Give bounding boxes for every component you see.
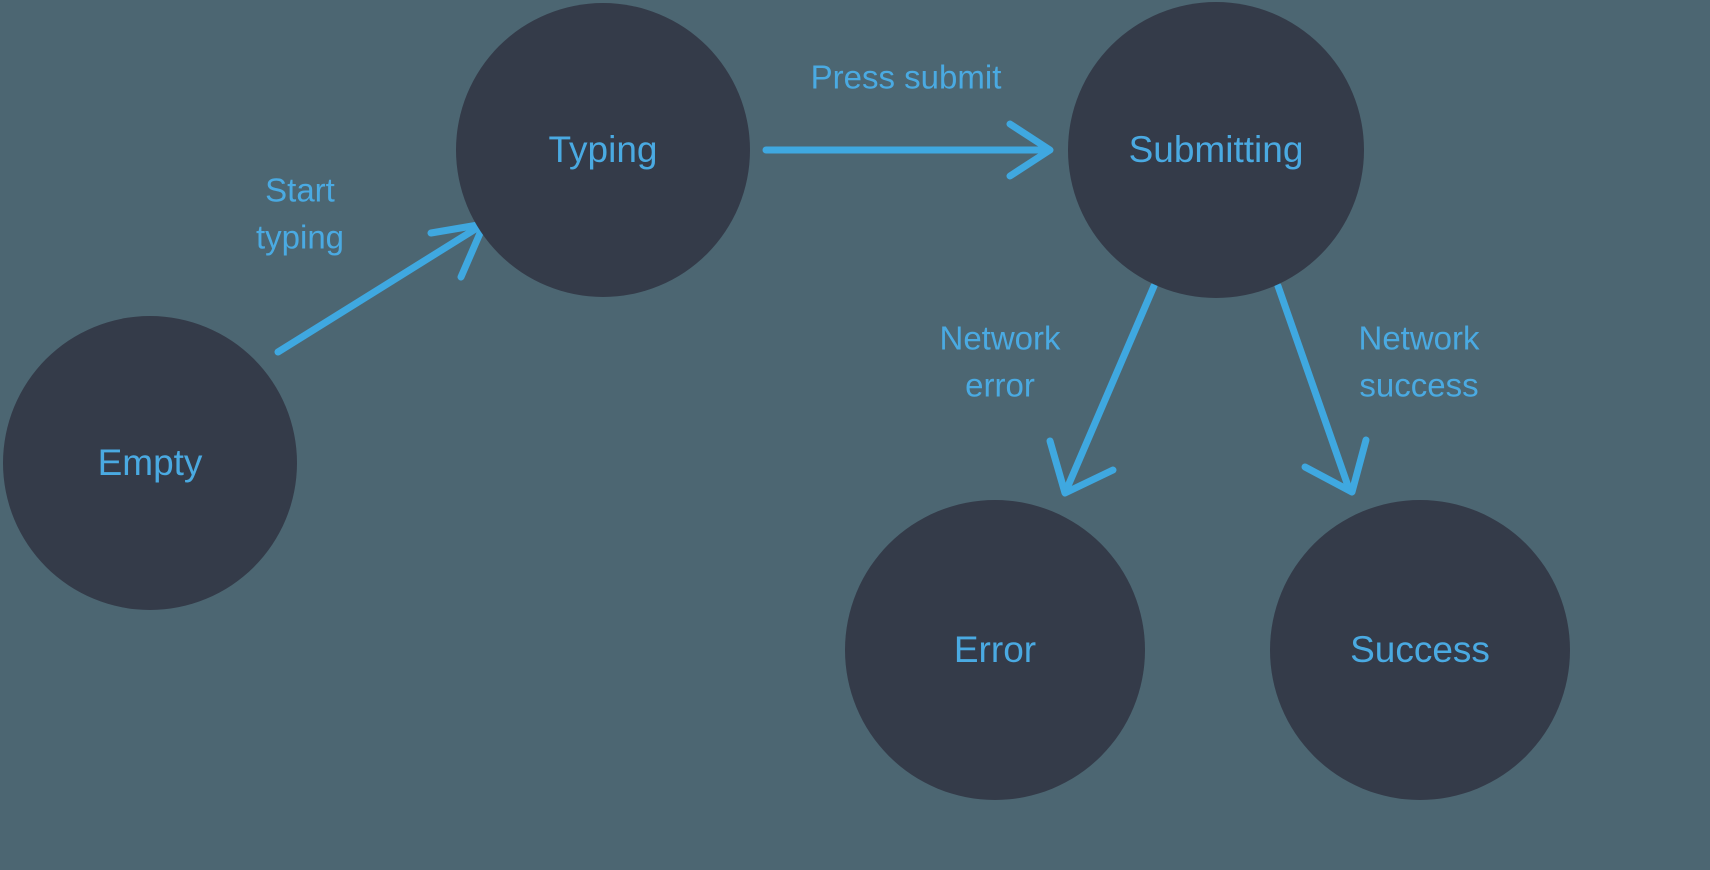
edge-submitting-to-error-line (1064, 282, 1158, 490)
edge-typing-to-submitting-arrowhead (1006, 120, 1054, 180)
node-submitting-circle[interactable] (1068, 2, 1364, 298)
node-empty-circle[interactable] (3, 316, 297, 610)
node-error-circle[interactable] (845, 500, 1145, 800)
node-success-label: Success (1350, 629, 1490, 670)
edge-submitting-to-success (1274, 282, 1370, 496)
node-success[interactable]: Success (1270, 500, 1570, 800)
edge-submitting-to-error-arrowhead (1046, 437, 1117, 497)
edge-label-empty-to-typing-line1: Start (265, 172, 335, 209)
node-typing-circle[interactable] (456, 3, 750, 297)
node-empty-label: Empty (98, 442, 203, 483)
edge-label-submitting-to-error-line2: error (965, 367, 1035, 404)
node-submitting-label: Submitting (1129, 129, 1304, 170)
node-error-label: Error (954, 629, 1036, 670)
edge-label-submitting-to-error: Network error (939, 320, 1061, 404)
node-empty[interactable]: Empty (3, 316, 297, 610)
edge-submitting-to-success-line (1274, 282, 1352, 490)
edge-submitting-to-error (1046, 282, 1158, 497)
node-typing-label: Typing (548, 129, 657, 170)
edge-typing-to-submitting (762, 120, 1054, 180)
node-error[interactable]: Error (845, 500, 1145, 800)
node-typing[interactable]: Typing (456, 3, 750, 297)
edge-label-submitting-to-error-line1: Network (939, 320, 1061, 357)
edge-label-submitting-to-success: Network success (1358, 320, 1480, 404)
edge-label-submitting-to-success-line2: success (1359, 367, 1478, 404)
edge-label-typing-to-submitting-line1: Press submit (811, 59, 1002, 96)
edge-empty-to-typing-line (274, 224, 481, 356)
node-success-circle[interactable] (1270, 500, 1570, 800)
edge-label-empty-to-typing: Start typing (256, 172, 344, 256)
node-submitting[interactable]: Submitting (1068, 2, 1364, 298)
edge-submitting-to-success-arrowhead (1301, 436, 1370, 496)
edge-label-submitting-to-success-line1: Network (1358, 320, 1480, 357)
edge-label-empty-to-typing-line2: typing (256, 219, 344, 256)
edge-label-typing-to-submitting: Press submit (811, 59, 1002, 96)
